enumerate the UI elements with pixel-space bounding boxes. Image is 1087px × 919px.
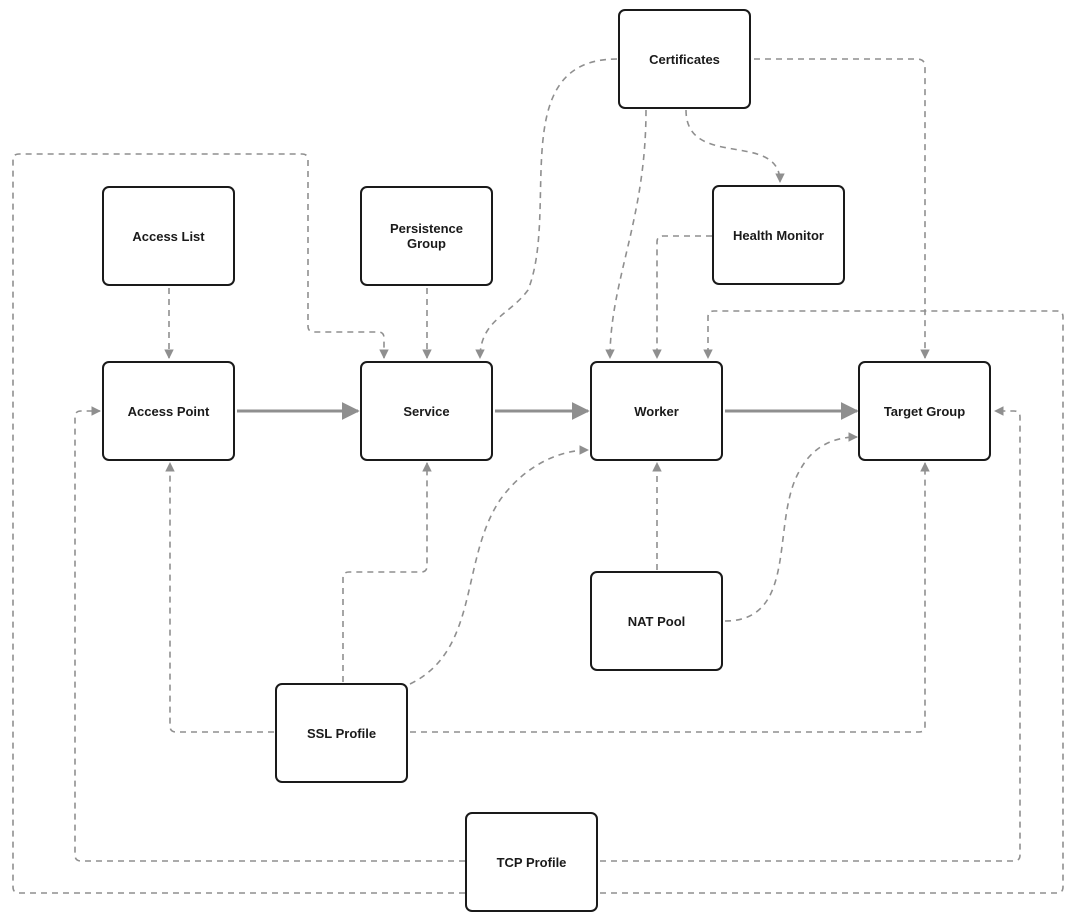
edge-certificates-to-worker	[605, 109, 647, 359]
health-monitor-label: Health Monitor	[733, 227, 824, 243]
ssl-profile-node[interactable]: SSL Profile	[275, 683, 408, 783]
certificates-node[interactable]: Certificates	[618, 9, 751, 109]
access-list-node[interactable]: Access List	[102, 186, 235, 286]
access-point-label: Access Point	[127, 403, 210, 419]
persistence-group-node[interactable]: Persistence Group	[360, 186, 493, 286]
worker-label: Worker	[634, 403, 679, 419]
edge-ssl-profile-to-service	[342, 462, 432, 682]
edge-ssl-profile-to-worker	[409, 445, 589, 685]
edge-certificates-to-health-monitor	[685, 109, 785, 183]
nat-pool-node[interactable]: NAT Pool	[590, 571, 723, 671]
edge-certificates-to-service	[475, 58, 618, 359]
service-node[interactable]: Service	[360, 361, 493, 461]
worker-node[interactable]: Worker	[590, 361, 723, 461]
edge-tcp-profile-to-target-group	[600, 406, 1021, 862]
service-label: Service	[403, 403, 450, 419]
edge-tcp-profile-to-service	[12, 153, 465, 894]
ssl-profile-label: SSL Profile	[306, 725, 377, 741]
target-group-label: Target Group	[883, 403, 966, 419]
persistence-group-label: Persistence Group	[390, 221, 463, 251]
edge-certificates-to-target-group	[754, 58, 930, 359]
nat-pool-label: NAT Pool	[627, 613, 686, 629]
target-group-node[interactable]: Target Group	[858, 361, 991, 461]
edge-ssl-profile-to-target-group	[410, 462, 930, 733]
access-list-label: Access List	[132, 228, 205, 244]
edge-health-monitor-to-worker	[652, 235, 712, 359]
tcp-profile-label: TCP Profile	[496, 854, 567, 870]
edge-ssl-profile-to-access-point	[165, 462, 274, 733]
edge-nat-pool-to-target-group	[724, 432, 858, 622]
health-monitor-node[interactable]: Health Monitor	[712, 185, 845, 285]
tcp-profile-node[interactable]: TCP Profile	[465, 812, 598, 912]
access-point-node[interactable]: Access Point	[102, 361, 235, 461]
certificates-label: Certificates	[649, 51, 720, 67]
edge-tcp-profile-to-access-point	[74, 406, 465, 862]
